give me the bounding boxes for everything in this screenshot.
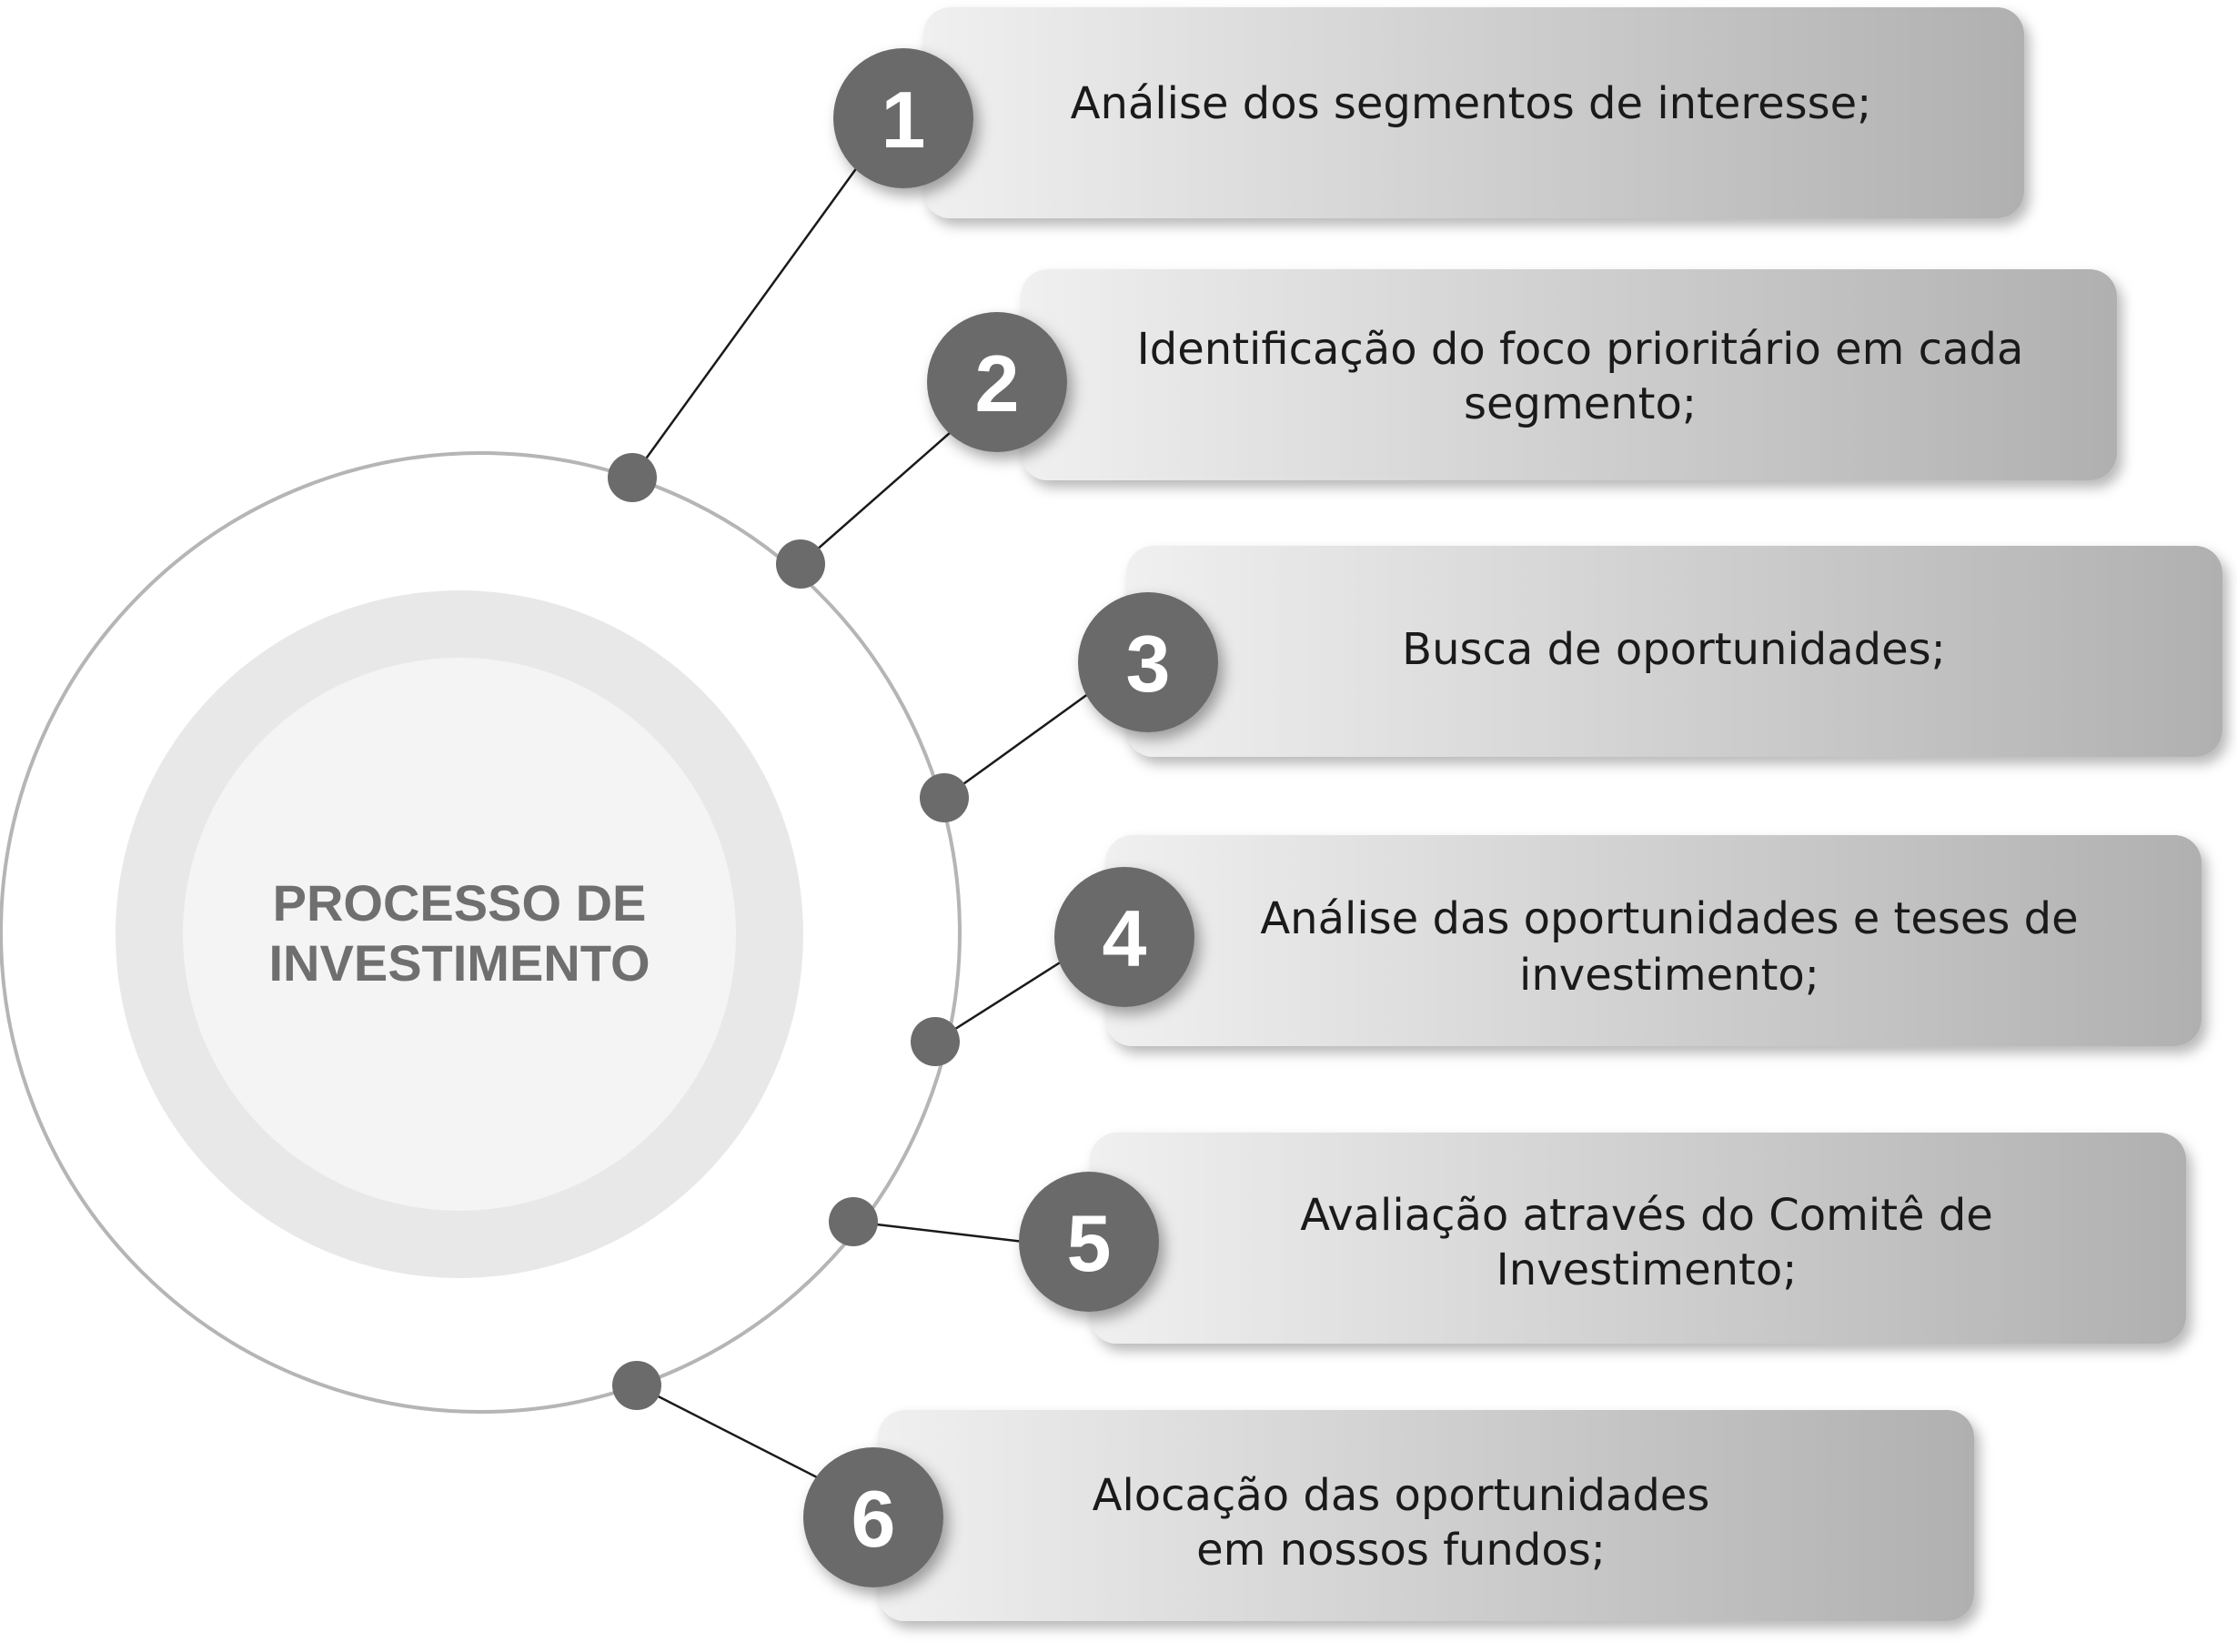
step-band	[1105, 835, 2202, 1046]
ring-node	[829, 1197, 878, 1246]
step-2: 2 Identificação do foco prioritário em c…	[776, 269, 2117, 589]
step-band	[1090, 1133, 2186, 1344]
center-title-line2: INVESTIMENTO	[268, 934, 650, 992]
step-band	[923, 7, 2024, 218]
connector-line	[636, 1384, 820, 1480]
step-number: 2	[975, 338, 1020, 428]
step-label-line1: Alocação das oportunidades	[1093, 1470, 1710, 1521]
step-badge	[1019, 1172, 1159, 1312]
step-number: 1	[882, 75, 926, 165]
center-title-line1: PROCESSO DE	[273, 874, 647, 932]
ring-node	[911, 1017, 960, 1066]
step-number: 5	[1067, 1198, 1112, 1288]
step-badge	[803, 1447, 943, 1587]
connector-line	[943, 690, 1093, 800]
step-6: 6 Alocação das oportunidades em nossos f…	[612, 1361, 1974, 1621]
center-hub: PROCESSO DE INVESTIMENTO	[0, 451, 962, 1414]
step-badge	[1054, 867, 1194, 1007]
step-band	[1021, 269, 2117, 480]
step-1: 1 Análise dos segmentos de interesse;	[608, 7, 2024, 502]
step-4: 4 Análise das oportunidades e teses de i…	[911, 835, 2202, 1066]
connector-line	[852, 1220, 1024, 1244]
step-band	[1126, 546, 2222, 757]
inner-disc	[183, 658, 736, 1211]
step-number: 3	[1126, 619, 1171, 709]
connector-line	[630, 163, 862, 478]
step-badge	[1078, 592, 1218, 732]
step-label-line1: Identificação do foco prioritário em cad…	[1137, 324, 2024, 375]
step-label-line1: Busca de oportunidades;	[1402, 624, 1946, 675]
ring-node	[608, 453, 657, 502]
step-label-line2: Investimento;	[1496, 1244, 1798, 1295]
step-band	[878, 1410, 1974, 1621]
step-label-line2: investimento;	[1519, 950, 1819, 1001]
connector-line	[800, 431, 952, 565]
step-5: 5 Avaliação através do Comitê de Investi…	[829, 1133, 2186, 1344]
step-badge	[927, 312, 1067, 452]
outer-ring	[0, 451, 962, 1414]
ring-node	[776, 539, 825, 589]
step-label-line2: em nossos fundos;	[1196, 1525, 1606, 1576]
ring-node	[920, 773, 969, 822]
step-label-line1: Análise das oportunidades e teses de	[1260, 893, 2078, 944]
step-number: 4	[1103, 893, 1147, 983]
step-label-line2: segmento;	[1464, 378, 1697, 429]
step-3: 3 Busca de oportunidades;	[920, 546, 2222, 822]
step-label-line1: Análise dos segmentos de interesse;	[1071, 78, 1872, 129]
step-label-line1: Avaliação através do Comitê de	[1300, 1190, 1993, 1241]
ring-node	[612, 1361, 661, 1410]
step-badge	[833, 48, 973, 188]
connector-line	[934, 958, 1065, 1043]
step-number: 6	[851, 1474, 896, 1564]
